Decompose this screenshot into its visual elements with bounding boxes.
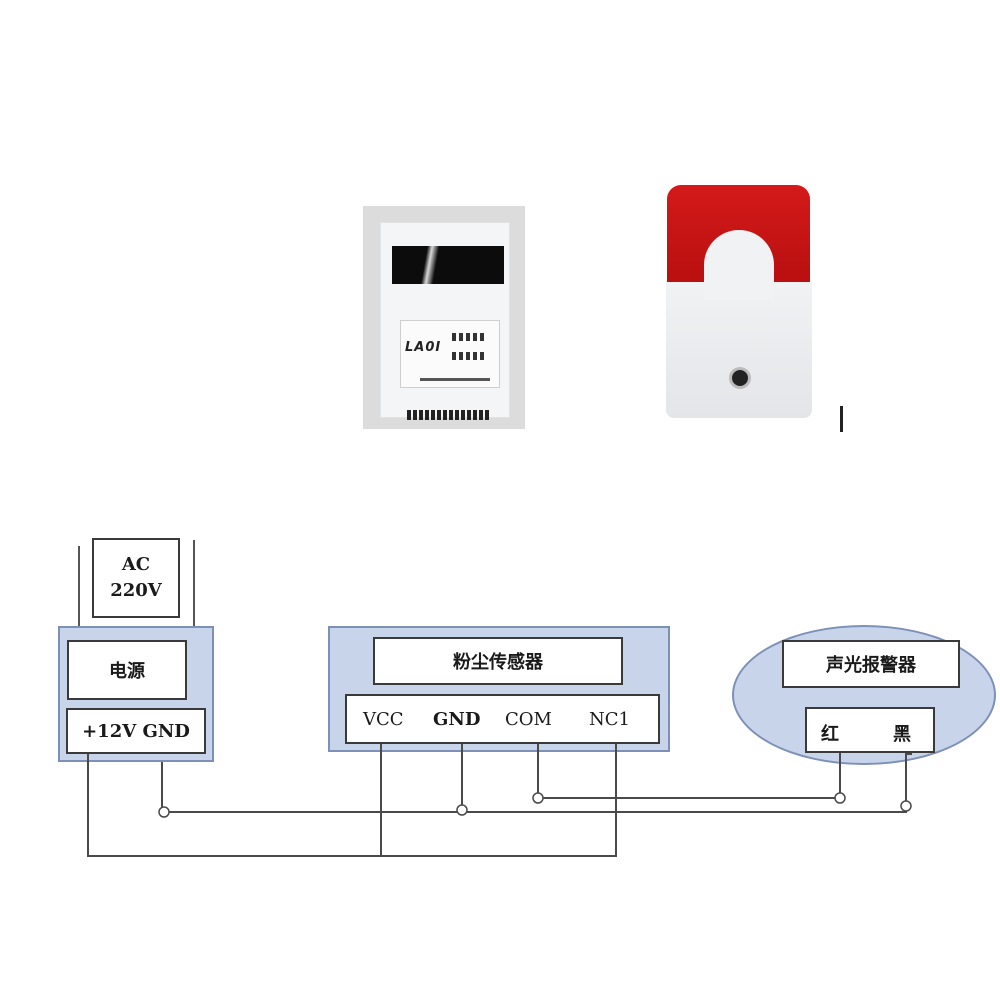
junction-black xyxy=(900,800,912,812)
alarm-name: 声光报警器 xyxy=(826,655,916,676)
dust-sensor-line xyxy=(420,378,490,381)
junction-com xyxy=(532,792,544,804)
dust-sensor-logo: LA0I xyxy=(405,340,442,355)
dust-sensor-window xyxy=(392,246,504,284)
wire-com xyxy=(537,744,841,799)
power-supply-terminals: +12V GND xyxy=(82,720,190,742)
terminal-com: COM xyxy=(505,709,552,730)
alarm-wire-red-label: 红 xyxy=(821,724,839,745)
terminal-nc1: NC1 xyxy=(589,709,630,730)
ac-input-box: AC 220V xyxy=(92,538,180,618)
ac-voltage-label: 220V xyxy=(110,580,162,601)
power-supply-terminal-box: +12V GND xyxy=(66,708,206,754)
wire-gnd xyxy=(161,753,912,813)
terminal-vcc: VCC xyxy=(363,709,404,730)
dust-sensor-pins xyxy=(407,410,491,420)
alarm-terminal-box: 红 黑 xyxy=(805,707,935,753)
power-supply-name-box: 电源 xyxy=(67,640,187,700)
photo-marker xyxy=(840,406,843,432)
dust-sensor-marks-2 xyxy=(452,352,486,360)
ac-label: AC xyxy=(121,554,151,575)
junction-sensor-gnd xyxy=(456,804,468,816)
junction-psu-gnd xyxy=(158,806,170,818)
dust-sensor-marks xyxy=(452,333,486,341)
junction-red xyxy=(834,792,846,804)
alarm-speaker-hole xyxy=(732,370,748,386)
alarm-dome xyxy=(704,230,774,300)
ac-input-left-wire xyxy=(78,546,80,626)
alarm-wire-black-label: 黑 xyxy=(893,724,911,745)
ac-input-right-wire xyxy=(193,540,195,626)
alarm-name-box: 声光报警器 xyxy=(782,640,960,688)
terminal-gnd: GND xyxy=(433,709,481,730)
power-supply-name: 电源 xyxy=(109,661,145,682)
dust-sensor-name: 粉尘传感器 xyxy=(453,652,543,673)
dust-sensor-name-box: 粉尘传感器 xyxy=(373,637,623,685)
wire-12v xyxy=(87,744,617,857)
alarm-body xyxy=(666,282,812,418)
dust-sensor-terminal-box: VCC GND COM NC1 xyxy=(345,694,660,744)
